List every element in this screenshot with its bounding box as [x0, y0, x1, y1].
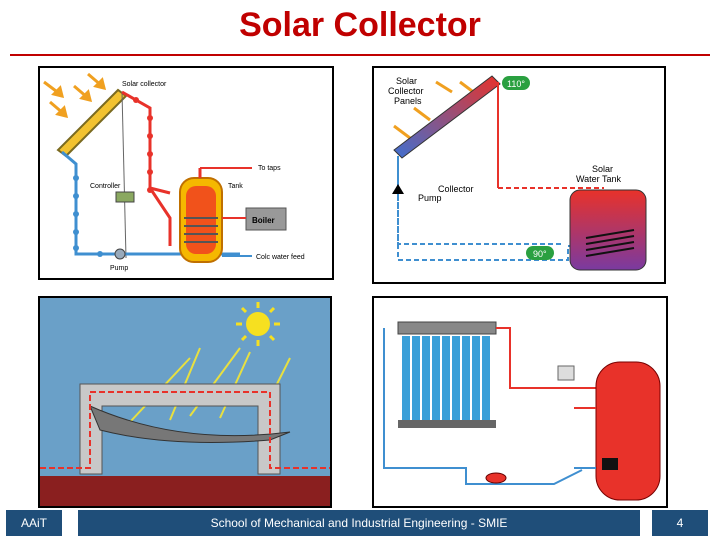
label-pump-1: Collector: [438, 184, 474, 194]
label-panels-2: Collector: [388, 86, 424, 96]
pump-icon: [485, 472, 507, 484]
tank-coil: [184, 217, 218, 243]
slide-title: Solar Collector: [239, 6, 481, 44]
label-panels-3: Panels: [394, 96, 422, 106]
footer-left: AAiT: [6, 510, 62, 536]
sun-rays: [43, 72, 107, 119]
diagram-tube-collector: [372, 296, 668, 508]
label-controller: Controller: [90, 183, 121, 190]
footer-center: School of Mechanical and Industrial Engi…: [78, 510, 640, 536]
label-cold-water-feed: Colc water feed: [256, 254, 305, 261]
page-number: 4: [676, 516, 684, 530]
footer-left-text: AAiT: [20, 516, 47, 530]
solar-collector-panel: [56, 88, 128, 158]
label-panels-1: Solar: [396, 76, 417, 86]
evacuated-tubes: [402, 336, 490, 422]
sun-icon: [246, 312, 270, 336]
tank-element: [602, 458, 618, 470]
title-underline: [10, 54, 710, 56]
water-tank: [569, 189, 647, 271]
sun-rays-3: [236, 302, 280, 346]
collector-panel: [393, 75, 501, 159]
label-temp-hot: 110°: [507, 79, 525, 89]
label-to-taps: To taps: [258, 165, 281, 172]
cold-return-line: [397, 156, 570, 261]
collector-header: [397, 321, 497, 335]
footer-page: 4: [652, 510, 708, 536]
collector-base: [398, 420, 496, 428]
storage-tank: [595, 361, 661, 501]
diagram-collector-boiler: Solar collector Controller Pump: [38, 66, 334, 280]
trough-reflector: [89, 405, 291, 443]
temp-hot-badge: [502, 76, 530, 90]
tank-coil-2: [585, 229, 635, 257]
label-boiler: Boiler: [252, 216, 275, 225]
pump-icon: [392, 184, 404, 194]
temp-cold-badge: [526, 246, 554, 260]
label-temp-cold: 90°: [533, 249, 547, 259]
label-pump-2: Pump: [418, 193, 442, 203]
controller-box: [115, 191, 135, 203]
footer-center-text: School of Mechanical and Industrial Engi…: [210, 516, 508, 530]
label-tank-2: Water Tank: [576, 174, 622, 184]
hot-pipe: [121, 90, 172, 246]
label-tank-1: Solar: [592, 164, 613, 174]
diagram-trough-collector: [38, 296, 332, 508]
ground: [40, 476, 330, 506]
label-pump: Pump: [110, 265, 128, 272]
diagram-collector-tank: Solar Collector Panels 110° Collector Pu…: [372, 66, 666, 284]
controller-box: [557, 365, 575, 381]
pump-icon: [114, 248, 126, 260]
label-tank: Tank: [228, 183, 243, 190]
label-solar-collector: Solar collector: [122, 81, 167, 88]
